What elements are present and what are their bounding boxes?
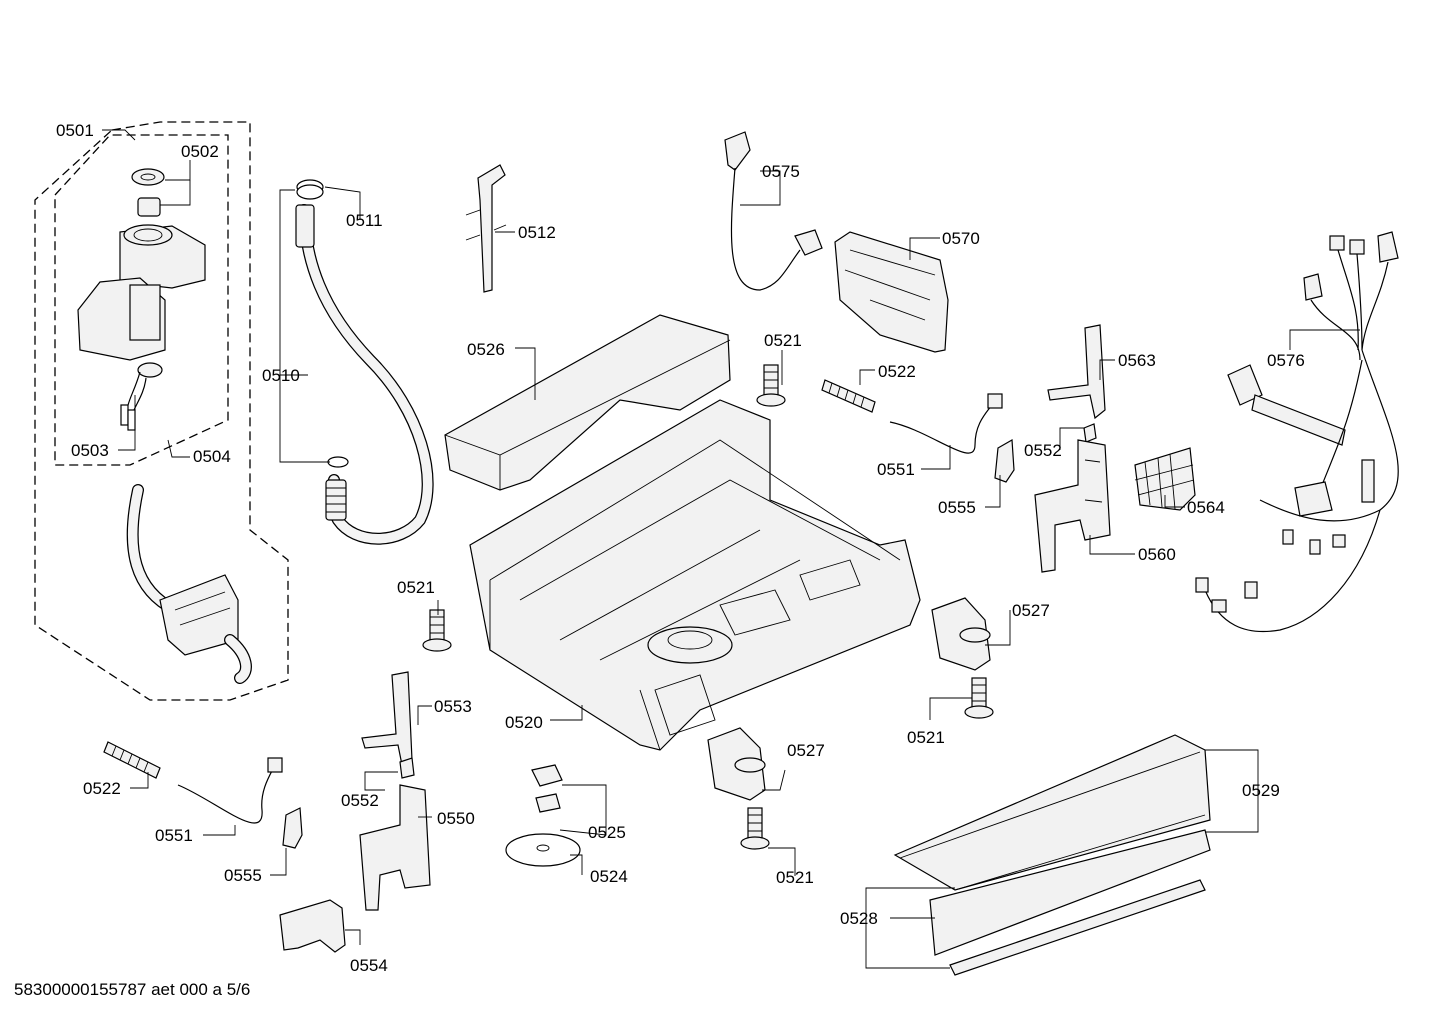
spring-0522-a [821, 379, 876, 413]
label-0570: 0570 [942, 229, 980, 248]
label-0555-b: 0555 [224, 866, 262, 885]
hinge-plate-0560 [1034, 439, 1111, 573]
label-0520: 0520 [505, 713, 543, 732]
label-0524: 0524 [590, 867, 628, 886]
disc-0524 [505, 833, 581, 867]
label-0502: 0502 [181, 142, 219, 161]
label-0526: 0526 [467, 340, 505, 359]
cable-0551-b [177, 757, 283, 824]
plinth-0528 [929, 829, 1211, 976]
label-0521-a: 0521 [764, 331, 802, 350]
bracket-0512 [465, 164, 507, 293]
holder-0555-b [282, 807, 303, 849]
holder-0555-a [994, 439, 1015, 483]
hinge-bracket-0553 [361, 671, 413, 766]
label-0528: 0528 [840, 909, 878, 928]
label-0525: 0525 [588, 823, 626, 842]
label-0527-a: 0527 [1012, 601, 1050, 620]
clip-0552-b [399, 757, 415, 779]
foot-0527-b [707, 727, 766, 801]
water-valve-assembly [77, 168, 206, 431]
label-0521-d: 0521 [776, 868, 814, 887]
label-0522-b: 0522 [83, 779, 121, 798]
foot-0527-a [931, 597, 991, 671]
label-0554: 0554 [350, 956, 388, 975]
label-0521-c: 0521 [907, 728, 945, 747]
label-0564: 0564 [1187, 498, 1225, 517]
label-0576: 0576 [1267, 351, 1305, 370]
label-0550: 0550 [437, 809, 475, 828]
screw-0521-a [756, 364, 786, 407]
label-0511: 0511 [346, 211, 383, 230]
group-outline-0501 [34, 121, 289, 701]
document-id-footer: 58300000155787 aet 000 a 5/6 [14, 980, 251, 999]
label-0551-b: 0551 [155, 826, 193, 845]
label-0555-a: 0555 [938, 498, 976, 517]
screw-0521-b [422, 609, 452, 652]
part-0525 [531, 764, 563, 813]
label-0551-a: 0551 [877, 460, 915, 479]
label-0563: 0563 [1118, 351, 1156, 370]
grid-frame-0564 [1134, 447, 1196, 511]
label-0575: 0575 [762, 162, 800, 181]
label-0527-b: 0527 [787, 741, 825, 760]
label-0553: 0553 [434, 697, 472, 716]
spring-0522-b [103, 741, 161, 779]
control-module-0570 [834, 231, 949, 353]
drain-hose [295, 179, 434, 545]
power-cord-0575 [724, 131, 823, 291]
part-labels: 0501 0502 0503 0504 0510 0511 0512 0526 … [56, 121, 1305, 975]
plinth-0529 [893, 734, 1211, 891]
label-0560: 0560 [1138, 545, 1176, 564]
clip-0552-a [1083, 423, 1097, 443]
base-tray-0520 [469, 399, 921, 751]
label-0501: 0501 [56, 121, 94, 140]
screw-0521-c [964, 677, 994, 719]
label-0552-b: 0552 [341, 791, 379, 810]
cover-0554 [279, 899, 346, 953]
cable-0551-a [889, 393, 1003, 454]
label-0510: 0510 [262, 366, 300, 385]
label-0521-b: 0521 [397, 578, 435, 597]
screw-0521-d [740, 807, 770, 850]
wiring-harness-0576 [1195, 231, 1399, 633]
hinge-plate-0550 [359, 784, 431, 911]
label-0504: 0504 [193, 447, 231, 466]
label-0503: 0503 [71, 441, 109, 460]
group-outline-0502 [54, 134, 229, 466]
leader-lines [102, 129, 1360, 969]
inlet-hose [126, 484, 252, 684]
label-0552-a: 0552 [1024, 441, 1062, 460]
cover-0526 [444, 314, 731, 491]
label-0512: 0512 [518, 223, 556, 242]
label-0529: 0529 [1242, 781, 1280, 800]
hinge-bracket-0563 [1047, 324, 1106, 420]
label-0522-a: 0522 [878, 362, 916, 381]
